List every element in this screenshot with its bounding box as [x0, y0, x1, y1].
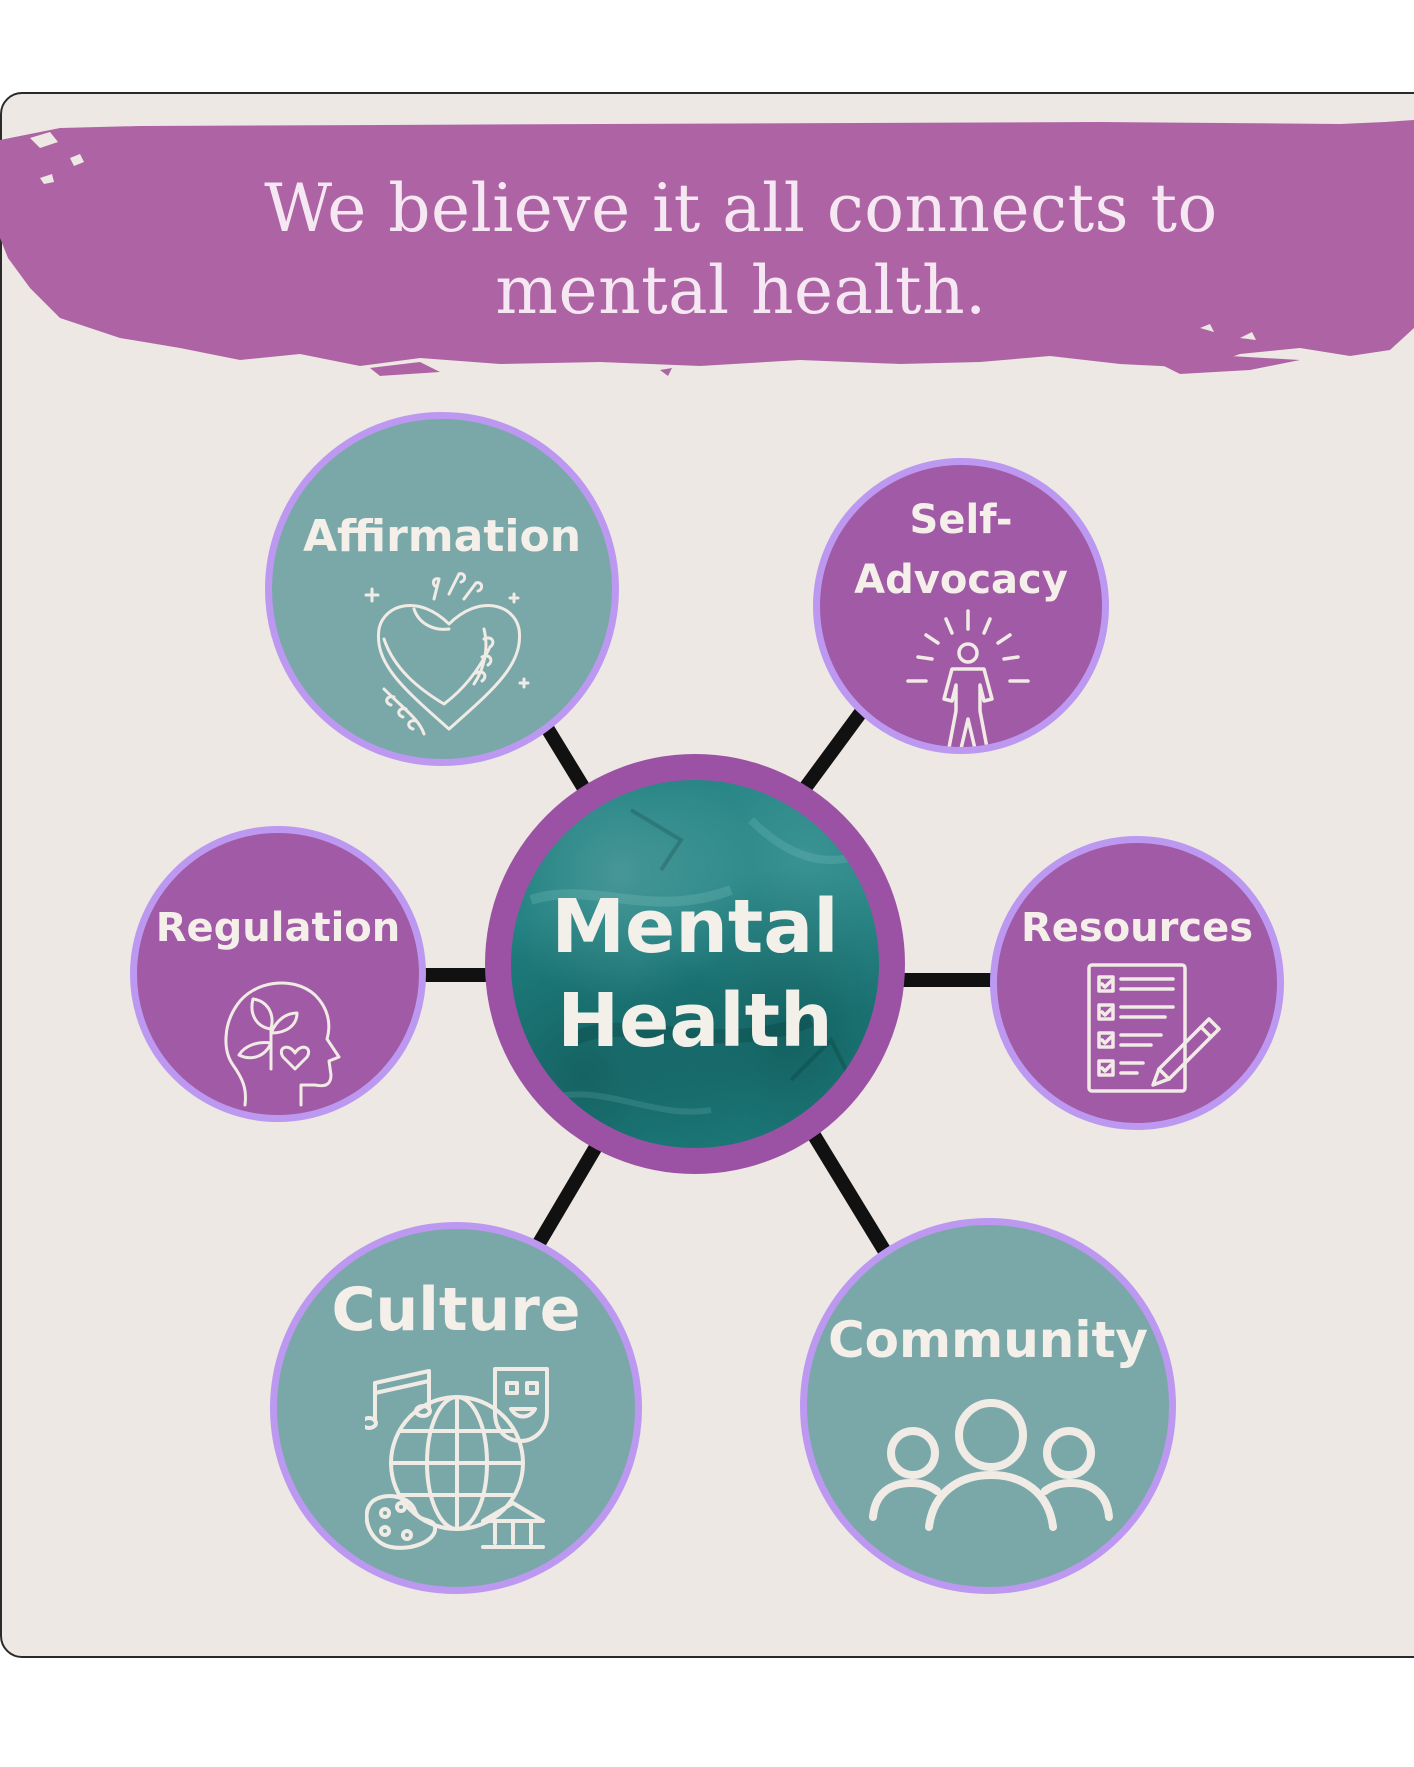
connector-self-advocacy — [794, 695, 876, 800]
node-community: Community — [800, 1218, 1176, 1594]
center-node-mental-health: Mental Health — [485, 754, 905, 1174]
node-culture-label: Culture — [331, 1275, 581, 1345]
node-self-advocacy-label-line2: Advocacy — [854, 557, 1068, 603]
node-regulation-label: Regulation — [155, 905, 401, 951]
headline-text: We believe it all connects to mental hea… — [264, 170, 1218, 329]
center-node-label-line2: Health — [557, 978, 833, 1064]
node-resources: Resources — [990, 836, 1284, 1130]
connector-community — [806, 1128, 890, 1254]
node-affirmation: Affirmation — [265, 412, 619, 766]
globe-arts-icon — [365, 1363, 555, 1553]
node-regulation: Regulation — [130, 826, 426, 1122]
node-affirmation-label: Affirmation — [302, 511, 582, 562]
node-community-label: Community — [827, 1311, 1149, 1369]
node-culture: Culture — [270, 1222, 642, 1594]
headline-banner — [0, 120, 1414, 376]
center-node-label: Mental Health — [511, 880, 879, 1068]
group-people-icon — [867, 1395, 1115, 1535]
connector-culture — [528, 1136, 607, 1254]
heart-hug-icon — [364, 569, 534, 749]
node-self-advocacy: Self- Advocacy — [813, 458, 1109, 754]
center-texture-marks — [529, 808, 873, 1115]
head-leaf-heart-icon — [221, 969, 345, 1109]
center-node-texture: Mental Health — [511, 780, 879, 1148]
checklist-pencil-icon — [1085, 961, 1225, 1097]
node-resources-label: Resources — [1020, 905, 1254, 951]
node-self-advocacy-label-line1: Self- — [909, 497, 1013, 543]
person-radiating-icon — [906, 607, 1030, 747]
center-node-label-line1: Mental — [551, 884, 839, 970]
